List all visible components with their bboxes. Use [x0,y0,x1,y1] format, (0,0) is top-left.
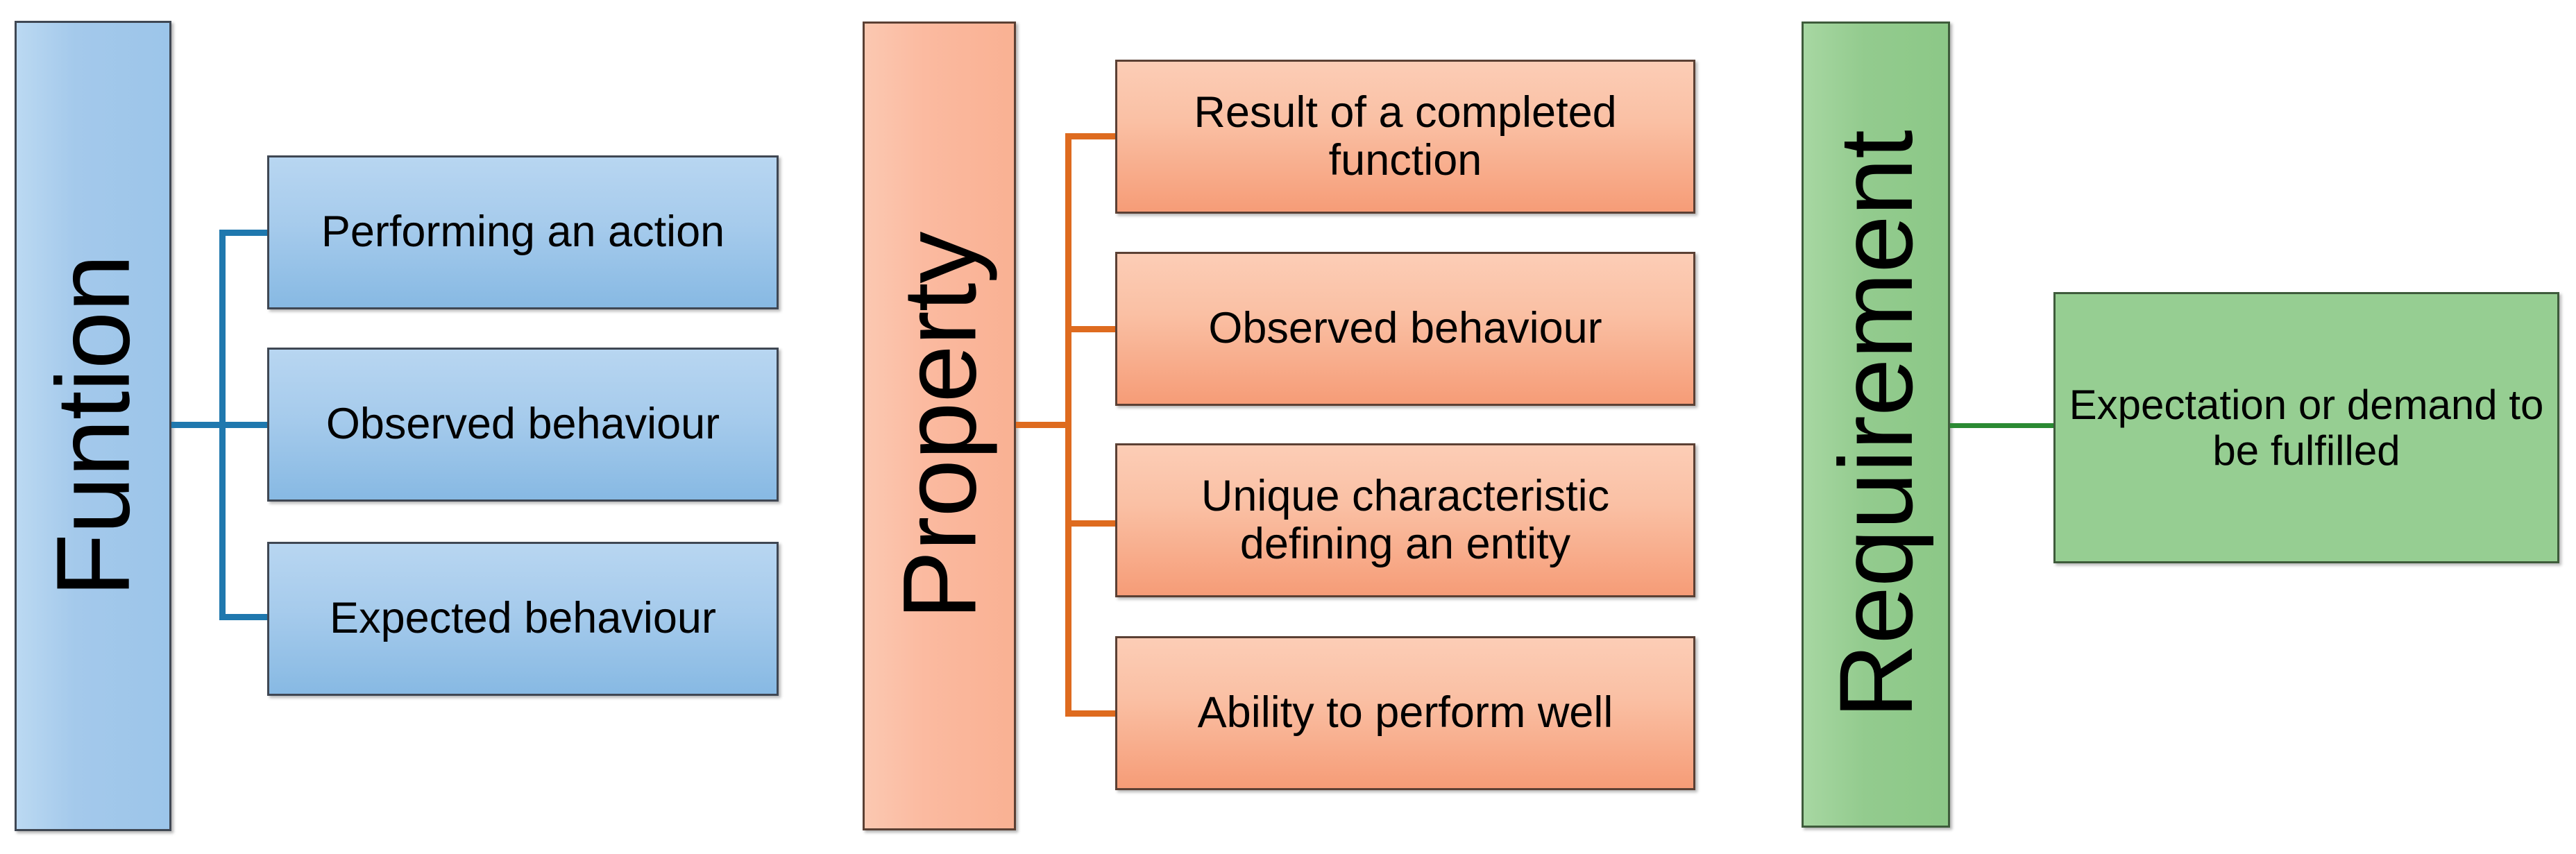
leaf-function-3-label: Expected behaviour [330,594,716,643]
leaf-function-2[interactable]: Observed behaviour [267,348,779,502]
connector-property-trunk [1065,133,1071,717]
leaf-property-2-label: Observed behaviour [1208,304,1602,353]
leaf-property-2[interactable]: Observed behaviour [1115,252,1695,406]
connector-function-branch-2 [219,422,272,428]
leaf-requirement-1-label: Expectation or demand to be fulfilled [2069,381,2544,474]
spine-property[interactable]: Property [863,22,1016,830]
leaf-property-4[interactable]: Ability to perform well [1115,636,1695,790]
leaf-property-3-label: Unique characteristic defining an entity [1201,471,1610,568]
connector-property-branch-3 [1065,520,1119,527]
spine-property-label: Property [881,232,998,620]
leaf-function-1-label: Performing an action [321,207,725,257]
spine-requirement-label: Requirement [1817,130,1935,719]
leaf-function-3[interactable]: Expected behaviour [267,542,779,696]
leaf-property-4-label: Ability to perform well [1197,688,1613,737]
connector-property-branch-4 [1065,710,1119,717]
leaf-requirement-1[interactable]: Expectation or demand to be fulfilled [2053,292,2559,563]
leaf-property-3[interactable]: Unique characteristic defining an entity [1115,443,1695,597]
connector-property-branch-1 [1065,133,1119,139]
connector-function-stem [171,422,226,428]
leaf-property-1[interactable]: Result of a completed function [1115,60,1695,214]
connector-requirement-branch-1 [1950,423,2056,428]
spine-requirement[interactable]: Requirement [1802,22,1950,828]
connector-function-branch-3 [219,614,272,620]
connector-function-branch-1 [219,230,272,236]
leaf-property-1-label: Result of a completed function [1194,87,1617,185]
leaf-function-2-label: Observed behaviour [325,400,720,449]
spine-function-label: Funtion [35,255,152,597]
spine-function[interactable]: Funtion [15,21,171,831]
connector-property-branch-2 [1065,326,1119,332]
connector-property-stem [1016,422,1071,428]
leaf-function-1[interactable]: Performing an action [267,155,779,309]
